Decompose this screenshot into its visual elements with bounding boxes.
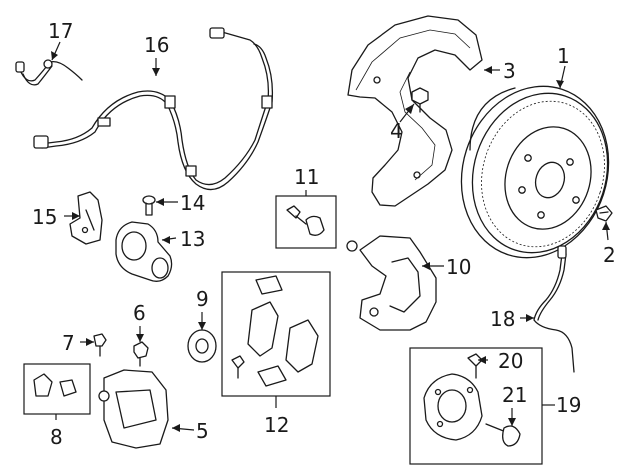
callout-17: 17 [48,19,73,43]
callout-7: 7 [62,331,75,355]
brake-rotor [460,85,610,259]
callout-19: 19 [556,393,581,417]
bolt-6 [133,341,149,367]
mounting-bracket [69,191,103,245]
hub-bearing-kit [409,347,543,465]
callout-labels: 1 2 3 4 5 6 7 8 9 10 11 12 13 14 15 16 1… [32,19,616,449]
brake-caliper [98,369,169,449]
brake-pad-kit [221,271,331,397]
dust-shield [347,15,483,207]
hardware-kit-11 [275,195,337,249]
callout-9: 9 [196,287,209,311]
callout-11: 11 [294,165,319,189]
bolt-14 [142,195,156,216]
sensor-wire-18 [533,245,575,373]
actuator-motor [115,221,173,282]
callout-5: 5 [196,419,209,443]
seal-ring [187,329,217,363]
boxed-clip-8 [23,363,91,415]
sensor-wire [15,59,83,86]
callout-20: 20 [498,349,523,373]
callout-10: 10 [446,255,471,279]
callout-6: 6 [133,301,146,325]
callout-21: 21 [502,383,527,407]
arrowheads [51,51,610,432]
bolt-7 [93,333,107,357]
rotor-screw [595,205,613,222]
callout-3: 3 [503,59,516,83]
callout-14: 14 [180,191,205,215]
shield-bolt [411,87,429,113]
callout-2: 2 [603,243,616,267]
wear-sensor-cable [33,27,274,191]
callout-1: 1 [557,44,570,68]
callout-16: 16 [144,33,169,57]
caliper-bracket [346,235,437,331]
callout-13: 13 [180,227,205,251]
callout-18: 18 [490,307,515,331]
callout-15: 15 [32,205,57,229]
callout-4: 4 [390,119,403,143]
callout-12: 12 [264,413,289,437]
callout-8: 8 [50,425,63,449]
